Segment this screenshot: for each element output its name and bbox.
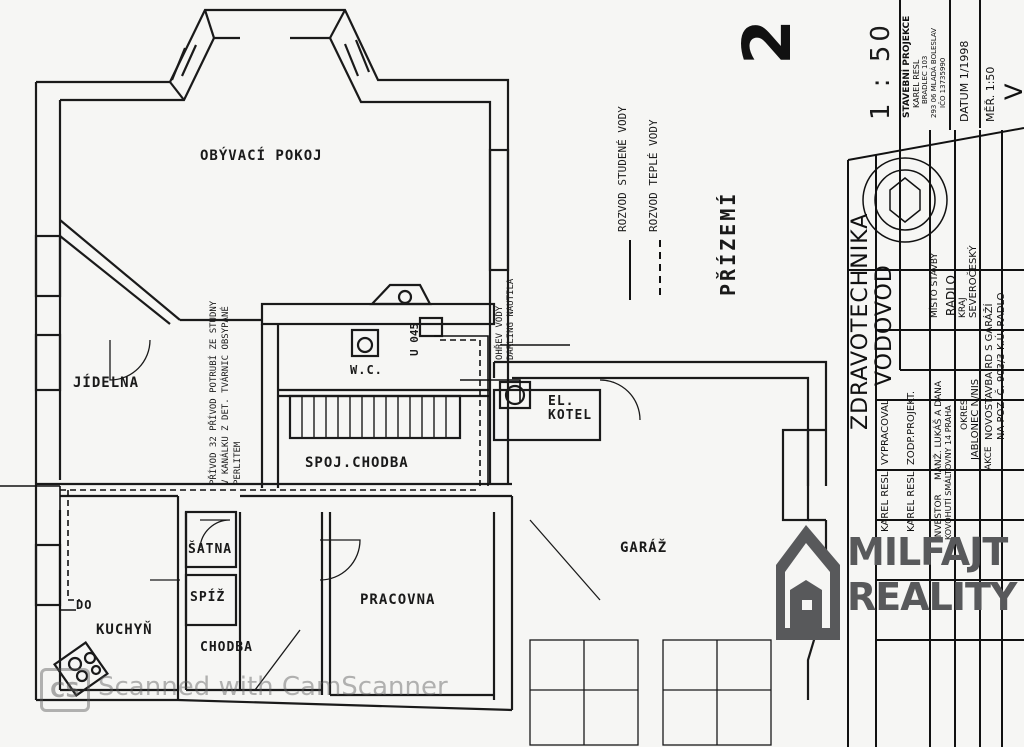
tb-title1: ZDRAVOTECHNIKA [848,212,873,430]
logo-line2: REALITY [847,575,1017,619]
tb-zodp-label: ZODP.PROJEKT. [906,390,917,465]
tb-akce-value2: NA POZ. Č. 903/3 K.Ú. RADLO [996,292,1007,440]
tb-datum-label: DATUM [958,82,971,122]
tb-okres-value: JABLONEC N/NIS [970,378,981,460]
milfajt-house-icon [776,525,840,640]
legend-floor: PŘÍZEMÍ [716,190,740,296]
tb-merit-value: 1:50 [984,66,997,92]
tb-office-1: STAVEBNÍ PROJEKCE [902,15,912,118]
room-wc: W.C. [350,363,383,377]
room-pracovna: PRACOVNA [360,592,436,608]
tb-office-5: IČO 13735990 [939,57,947,108]
tb-merit-label: MĚŘ. [984,94,997,122]
room-spoj-chodba: SPOJ.CHODBA [305,455,409,471]
room-garaz: GARÁŽ [620,540,668,556]
room-el-kotel: EL. KOTEL [548,394,593,423]
tb-investor-value: MANŽ. LUKÁŠ A DANA [934,380,944,480]
tb-kraj-label: KRAJ [958,297,968,318]
room-kuchyn: KUCHYŇ [96,622,153,638]
tb-akce-value: NOVOSTAVBA RD S GARÁŽÍ [984,303,995,440]
note-privod: PŘÍVOD 32 PŘÍVOD POTRUBÍ ZE STUDNY V KAN… [209,300,243,485]
logo-line1: MILFAJT [847,530,1008,574]
sheet-number: 2 [729,19,806,65]
tb-vypracoval-label: VYPRACOVAL [880,399,891,465]
tb-kraj-value: SEVEROČESKÝ [968,245,979,318]
legend-scale: 1 : 50 [866,21,896,120]
room-jidelna: JÍDELNA [73,375,140,391]
room-spiz: SPÍŽ [190,590,226,605]
room-obyvaci-pokoj: OBÝVACÍ POKOJ [200,148,323,164]
camscanner-watermark: Scanned with CamScanner [98,672,448,702]
legend-cold-water: ROZVOD STUDENÉ VODY [616,106,629,232]
tb-title2: VODOVOD [872,264,897,386]
tb-office-3: BRADLEC 103 [921,55,929,104]
room-satna: ŠATNA [188,542,233,557]
note-stoupacka: U 045 [408,322,421,356]
tb-office-4: 293 06 MLADÁ BOLESLAV [930,27,938,118]
tb-okres-label: OKRES [960,399,970,430]
tb-datum: DATUM 1/1998 [958,41,971,122]
tb-misto-label: MÍSTO STAVBY [930,252,940,318]
tb-cislo: V [1000,84,1024,100]
milfajt-reality-logo: MILFAJT REALITY [773,520,1017,645]
tb-office-2: KAREL RESL [912,59,921,108]
room-chodba: CHODBA [200,640,253,655]
tb-misto-value: RADLO [944,274,958,316]
legend-hot-water: ROZVOD TEPLÉ VODY [647,119,660,232]
tb-datum-value: 1/1998 [958,40,971,80]
tb-merit: MĚŘ. 1:50 [984,67,997,122]
camscanner-badge-icon: CS [40,668,90,712]
note-ohrev: OHŘEV VODY DARLING NAUTILA [495,278,516,360]
label-do: DO [76,598,93,612]
tb-akce-label: AKCE [984,446,994,470]
